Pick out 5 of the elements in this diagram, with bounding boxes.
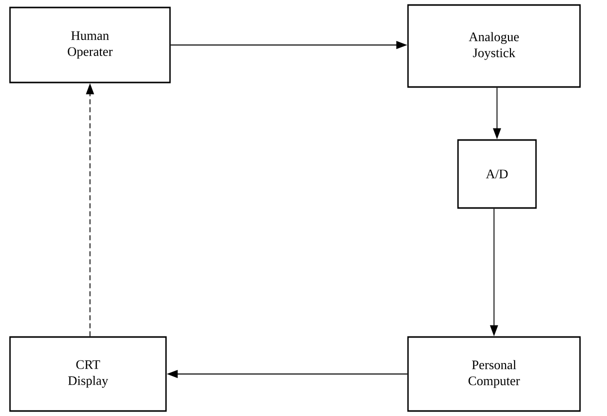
process-box: Analogue Joystick [407,4,581,88]
process-box: CRT Display [9,336,167,412]
process-box: Human Operater [9,6,171,84]
process-box: A/D [457,139,537,209]
process-box: Personal Computer [407,336,581,412]
